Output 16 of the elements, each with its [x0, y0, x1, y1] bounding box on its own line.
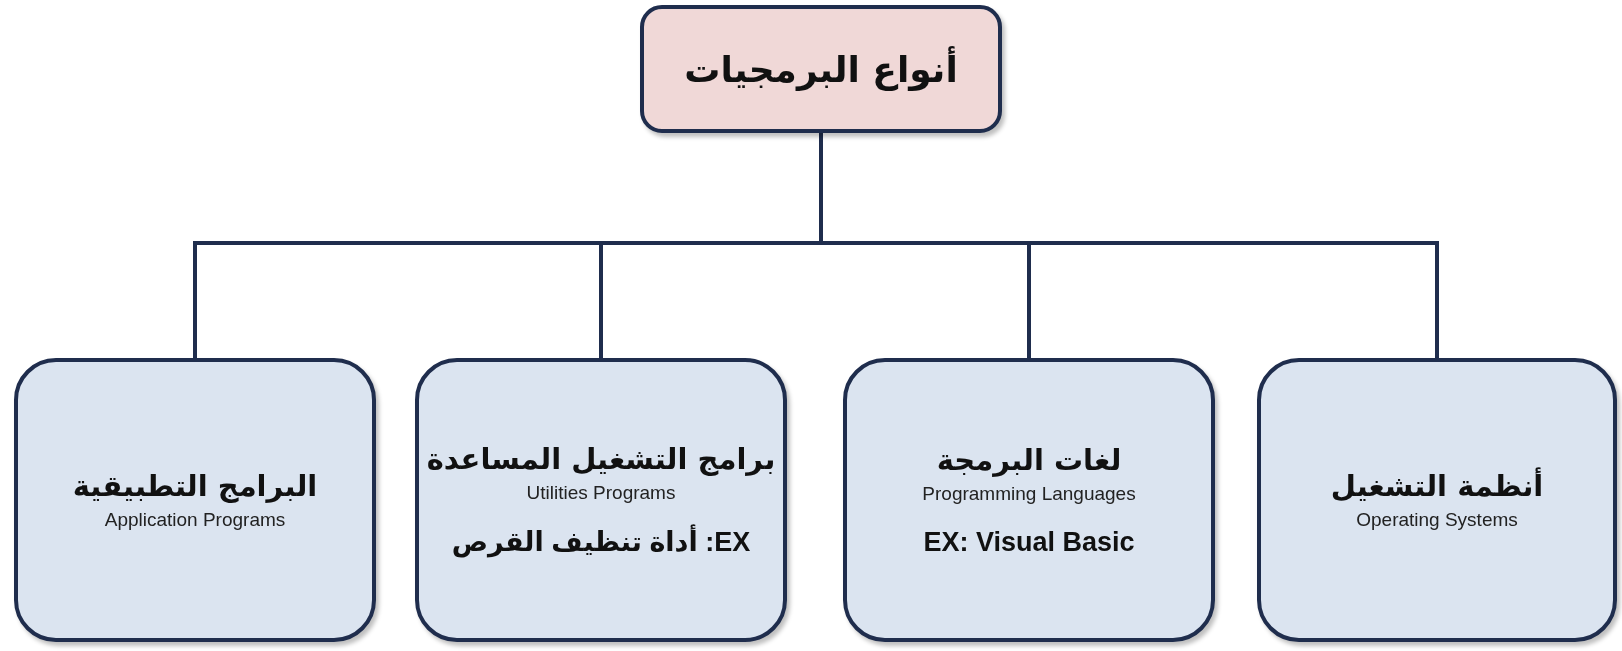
category-box — [415, 358, 787, 642]
category-box — [14, 358, 376, 642]
heading: لغات البرمجة — [936, 442, 1122, 477]
example-text: EX: أداة تنظيف القرص — [451, 526, 751, 558]
category-box — [843, 358, 1215, 642]
heading: البرامج التطبيقية — [72, 469, 318, 503]
example-text: EX: Visual Basic — [923, 526, 1135, 558]
title-box — [640, 5, 1002, 133]
heading: أنظمة التشغيل — [1330, 469, 1544, 503]
subtitle: Operating Systems — [1356, 509, 1518, 531]
subtitle: Programming Languages — [922, 482, 1136, 505]
heading: أنواع البرمجيات — [684, 48, 958, 90]
heading: برامج التشغيل المساعدة — [426, 442, 776, 476]
category-box — [1257, 358, 1617, 642]
subtitle: Utilities Programs — [526, 482, 676, 504]
subtitle: Application Programs — [104, 509, 286, 531]
